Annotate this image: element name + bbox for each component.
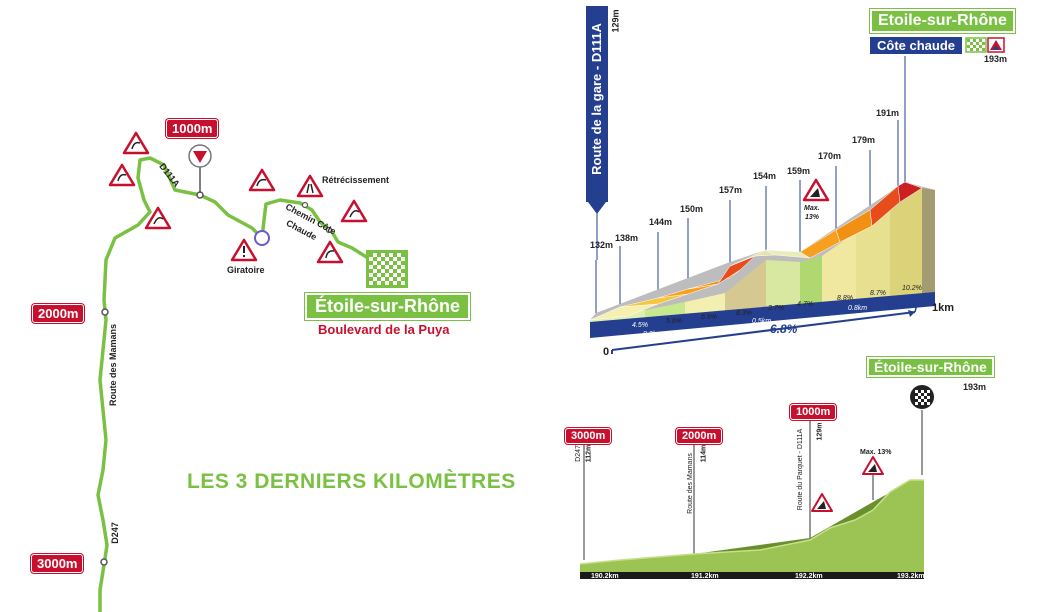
road-d247: D247 <box>574 445 582 462</box>
detail-left-road-alt: 129m <box>610 9 621 33</box>
axis-start: 0 <box>603 346 610 358</box>
narrowing-dot <box>301 201 309 209</box>
chemin-dot <box>325 226 333 234</box>
marker-2000m: 2000m <box>32 304 85 323</box>
overall-finish-town: Étoile-sur-Rhône <box>867 357 994 377</box>
finish-flag-icon <box>910 385 934 409</box>
warning-curve-icon <box>248 168 276 192</box>
overall-marker: 3000m <box>565 428 612 444</box>
alt-label: 138m <box>615 233 639 243</box>
marker-dot-3000 <box>100 558 108 566</box>
warning-curve-icon <box>340 199 368 223</box>
axis-end: 1km <box>932 302 955 314</box>
warning-gradient-icon <box>862 456 884 475</box>
label-giratoire: Giratoire <box>227 265 265 275</box>
distance-label: 0.2km <box>643 331 663 338</box>
map-finish-street: Boulevard de la Puya <box>318 322 450 337</box>
gradient-label: 4.5% <box>632 322 648 329</box>
warning-curve-icon <box>316 240 344 264</box>
finish-flag-icon <box>366 250 408 288</box>
overall-marker: 2000m <box>676 428 723 444</box>
alt-label: 150m <box>680 204 704 214</box>
page-headline: LES 3 DERNIERS KILOMÈTRES <box>187 470 516 493</box>
marker-dot-2000 <box>101 308 109 316</box>
km-label: 193.2km <box>897 573 925 580</box>
warning-curve-icon <box>122 131 150 155</box>
distance-label: 0.5km <box>752 318 772 325</box>
alt-label: 144m <box>649 217 673 227</box>
warning-curve-icon <box>108 163 136 187</box>
label-retrecissement: Rétrécissement <box>322 175 390 185</box>
road-mamans: Route des Mamans <box>686 453 694 514</box>
alt-label: 159m <box>787 166 811 176</box>
max-label-1: Max. <box>804 205 820 212</box>
km-label: 191.2km <box>691 573 719 580</box>
distance-label: 0.8km <box>848 305 868 312</box>
alt-112: 112m <box>585 444 593 463</box>
map-finish-town: Étoile-sur-Rhône <box>305 293 471 320</box>
detail-climb-altitude: 193m <box>984 54 1008 64</box>
finish-icon-small <box>965 37 1005 53</box>
climb-profile-detail <box>586 6 1005 354</box>
km-label: 192.2km <box>795 573 823 580</box>
max-gradient-icon <box>802 178 830 202</box>
alt-114: 114m <box>700 444 708 463</box>
climb-profile-overall <box>579 385 934 579</box>
route-map <box>96 131 408 612</box>
alt-label: 132m <box>590 240 614 250</box>
km-label: 190.2km <box>591 573 619 580</box>
marker-1000m: 1000m <box>166 119 219 138</box>
label-d247: D247 <box>109 522 120 544</box>
overall-marker: 1000m <box>790 404 837 420</box>
marker-3000m: 3000m <box>31 554 84 573</box>
gradient-label: 8.3% <box>736 310 752 317</box>
gradient-label: 5.6% <box>666 318 682 325</box>
overall-finish-altitude: 193m <box>963 382 987 392</box>
gradient-label: 8.7% <box>870 290 886 297</box>
alt-label: 170m <box>818 151 842 161</box>
alt-label: 157m <box>719 185 743 195</box>
gradient-label: 3.7% <box>768 305 784 312</box>
gradient-label: 6.6% <box>701 314 717 321</box>
max-13: Max. 13% <box>860 449 892 456</box>
alt-label: 154m <box>753 171 777 181</box>
alt-label: 179m <box>852 135 876 145</box>
warning-roundabout-icon <box>230 238 258 262</box>
label-route-mamans: Route des Mamans <box>108 323 119 407</box>
alt-129: 129m <box>816 422 824 441</box>
warning-curve-icon <box>144 206 172 230</box>
gradient-label: 8.8% <box>837 295 853 302</box>
warning-gradient-icon <box>811 493 833 512</box>
gradient-label: 10.2% <box>902 285 922 292</box>
detail-climb-name: Côte chaude <box>870 37 963 54</box>
avg-gradient: 6.8% <box>770 322 798 336</box>
max-label-2: 13% <box>805 214 820 221</box>
roundabout-icon <box>254 230 270 246</box>
alt-label: 191m <box>876 108 900 118</box>
gradient-label: 4.7% <box>797 301 813 308</box>
detail-left-road: Route de la gare - D111A <box>589 23 604 175</box>
route-line <box>96 156 370 612</box>
road-parquet: Route du Parquet - D111A <box>797 428 805 511</box>
warning-narrowing-icon <box>296 174 324 198</box>
detail-finish-town: Etoile-sur-Rhône <box>870 9 1015 33</box>
